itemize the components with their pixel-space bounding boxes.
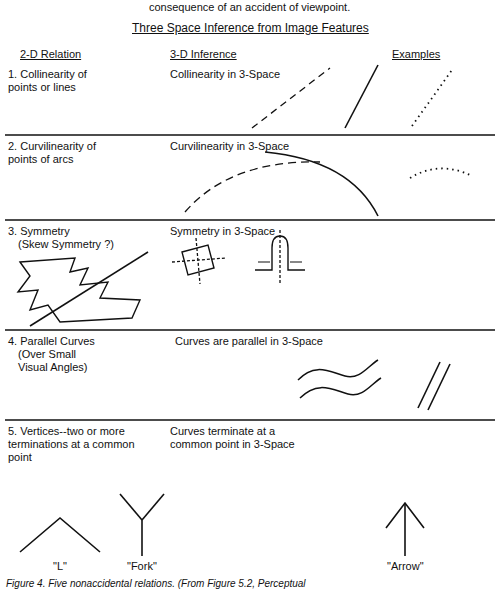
inference-text: Curvilinearity in 3-Space [170, 140, 330, 153]
figure-caption: Figure 4. Five nonaccidental relations. … [6, 577, 306, 590]
inference-text: Curves terminate at a common point in 3-… [170, 425, 320, 451]
inference-text: Curves are parallel in 3-Space [175, 335, 345, 348]
column-header: Examples [392, 48, 440, 61]
relation-text: 4. Parallel Curves [8, 335, 95, 348]
inference-text: Collinearity in 3-Space [170, 68, 320, 81]
column-header: 2-D Relation [20, 48, 81, 61]
relation-text: 5. Vertices--two or more terminations at… [8, 425, 138, 464]
relation-note: (Skew Symmetry ?) [18, 238, 114, 251]
relation-note: (Over Small Visual Angles) [18, 348, 108, 374]
figure-title: Three Space Inference from Image Feature… [132, 22, 369, 35]
relation-text: 3. Symmetry [8, 225, 70, 238]
junction-name: "Arrow" [387, 560, 424, 573]
relation-text: 2. Curvilinearity of points of arcs [8, 140, 123, 166]
junction-name: "Fork" [127, 560, 157, 573]
inference-text: Symmetry in 3-Space [170, 225, 330, 238]
column-header: 3-D Inference [170, 48, 237, 61]
junction-name: "L" [53, 560, 67, 573]
top-note: consequence of an accident of viewpoint. [149, 1, 350, 14]
relation-text: 1. Collinearity of points or lines [8, 68, 118, 94]
